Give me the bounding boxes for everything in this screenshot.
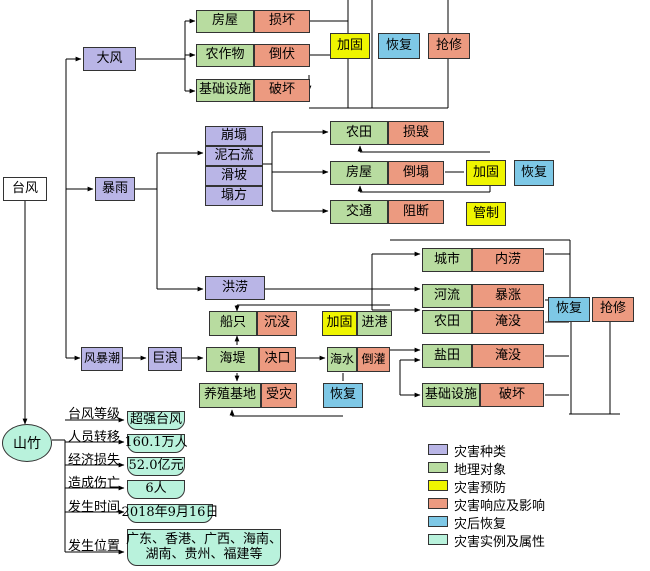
node-breach: 决口 xyxy=(259,347,296,372)
node-reinforce-wind: 加固 xyxy=(330,33,370,59)
node-backflow: 倒灌 xyxy=(357,347,390,372)
node-collapsed: 倒塌 xyxy=(388,161,444,185)
node-reinforce-surge: 加固 xyxy=(322,311,357,336)
node-destroyed-flood: 破坏 xyxy=(480,383,544,407)
attr-value-time: 2018年9月16日 xyxy=(122,504,218,523)
node-infra-wind: 基础设施 xyxy=(196,79,254,102)
legend-label-category: 灾害种类 xyxy=(454,445,507,460)
attr-value-evacuation: 160.1万人 xyxy=(124,434,188,453)
node-rescue-wind: 抢修 xyxy=(428,33,470,59)
attr-value-location-line1: 广东、香港、广西、海南、 xyxy=(126,531,283,547)
node-saltfield: 盐田 xyxy=(422,344,472,368)
legend-label-geo: 地理对象 xyxy=(454,463,507,478)
node-control: 管制 xyxy=(466,202,506,226)
attr-label-casualties: 造成伤亡 xyxy=(68,476,121,491)
node-surge: 风暴潮 xyxy=(81,347,123,371)
attr-label-evacuation: 人员转移 xyxy=(68,430,121,445)
attr-label-location: 发生位置 xyxy=(68,539,121,554)
node-flood: 洪涝 xyxy=(205,276,265,300)
instance-mangkhut: 山竹 xyxy=(2,424,52,462)
node-affected: 受灾 xyxy=(261,383,297,408)
node-aquafarm: 养殖基地 xyxy=(199,383,261,408)
node-flooded-farmland: 淹没 xyxy=(472,310,544,334)
node-destroyed-wind: 破坏 xyxy=(254,79,310,102)
node-lodged: 倒伏 xyxy=(254,44,310,67)
legend-label-impact: 灾害响应及影响 xyxy=(454,499,546,514)
legend-label-prevention: 灾害预防 xyxy=(454,481,507,496)
node-surging: 暴涨 xyxy=(472,284,544,308)
node-rescue-flood: 抢修 xyxy=(592,297,634,322)
attr-label-loss: 经济损失 xyxy=(68,453,121,468)
legend-swatch-impact xyxy=(428,498,448,509)
node-typhoon: 台风 xyxy=(3,177,47,201)
node-reinforce-rain: 加固 xyxy=(466,160,506,186)
attr-value-loss: 52.0亿元 xyxy=(127,457,185,476)
node-infra-flood: 基础设施 xyxy=(422,383,480,407)
legend-swatch-recovery xyxy=(428,516,448,527)
node-house-wind: 房屋 xyxy=(196,10,254,33)
node-seawater: 海水 xyxy=(327,347,357,372)
attr-value-location-line2: 湖南、贵州、福建等 xyxy=(145,546,263,562)
legend-swatch-category xyxy=(428,444,448,455)
node-debris: 泥石流 xyxy=(205,146,263,166)
node-river: 河流 xyxy=(422,284,472,308)
node-recover-rain: 恢复 xyxy=(514,160,554,186)
node-big-wave: 巨浪 xyxy=(148,347,182,371)
attr-label-time: 发生时间 xyxy=(68,500,121,515)
legend-swatch-instance xyxy=(428,534,448,545)
node-boat: 船只 xyxy=(209,311,257,336)
attr-label-level: 台风等级 xyxy=(68,407,121,422)
legend-label-recovery: 灾后恢复 xyxy=(454,517,507,532)
legend-swatch-prevention xyxy=(428,480,448,491)
node-recover-flood: 恢复 xyxy=(548,297,590,322)
node-waterlogged: 内涝 xyxy=(472,248,544,272)
attr-value-level: 超强台风 xyxy=(127,411,185,430)
node-ruined: 损毁 xyxy=(388,121,444,145)
node-wind: 大风 xyxy=(83,47,136,71)
node-traffic: 交通 xyxy=(330,200,388,224)
node-recover-surge: 恢复 xyxy=(323,383,363,408)
node-farmland-rain: 农田 xyxy=(330,121,388,145)
node-crop: 农作物 xyxy=(196,44,254,67)
node-sunk: 沉没 xyxy=(257,311,297,336)
legend-swatch-geo xyxy=(428,462,448,473)
attr-value-casualties: 6人 xyxy=(127,480,185,499)
node-house-rain: 房屋 xyxy=(330,161,388,185)
node-seawall: 海堤 xyxy=(206,347,259,372)
node-blocked: 阻断 xyxy=(388,200,444,224)
node-damaged: 损坏 xyxy=(254,10,310,33)
legend-label-instance: 灾害实例及属性 xyxy=(454,535,546,550)
node-farmland-flood: 农田 xyxy=(422,310,472,334)
node-enter-port: 进港 xyxy=(357,311,392,336)
node-recover-wind: 恢复 xyxy=(378,33,420,59)
node-landslide: 滑坡 xyxy=(205,166,263,186)
node-subsidence: 塌方 xyxy=(205,186,263,206)
node-flooded-salt: 淹没 xyxy=(472,344,544,368)
node-city: 城市 xyxy=(422,248,472,272)
node-collapse: 崩塌 xyxy=(205,126,263,146)
attr-value-location: 广东、香港、广西、海南、 湖南、贵州、福建等 xyxy=(126,529,283,566)
node-rain: 暴雨 xyxy=(95,177,135,201)
